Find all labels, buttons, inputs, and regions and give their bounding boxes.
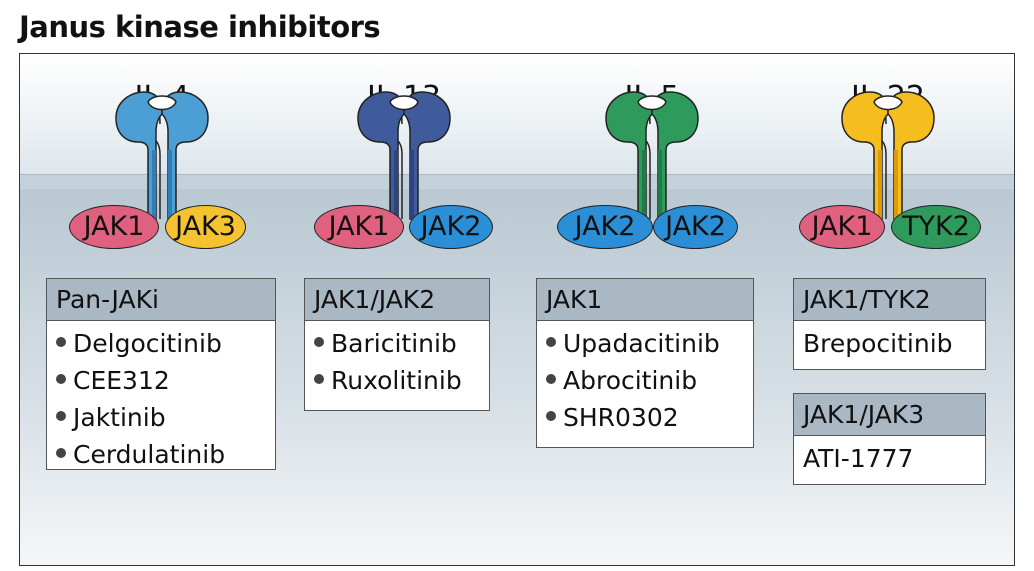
drug-item: Abrocitinib: [546, 362, 744, 399]
drug-box-jak1-jak3: JAK1/JAK3 ATI-1777: [793, 393, 986, 485]
receptor-right-chain: [403, 91, 451, 220]
drug-item: Ruxolitinib: [314, 362, 480, 399]
receptor-left-chain: [841, 91, 889, 220]
receptor-il5-icon: [605, 91, 699, 220]
receptor-binding-cleft: [147, 95, 177, 111]
drug-item: Baricitinib: [314, 325, 480, 362]
receptor-right-shade: [894, 150, 898, 219]
bullet-icon: [56, 411, 66, 421]
receptor-left-shade: [642, 150, 646, 219]
drug-box-jak1: JAK1 Upadacitinib Abrocitinib SHR0302: [536, 278, 754, 448]
bullet-icon: [56, 374, 66, 384]
receptor-il13-icon: [357, 91, 451, 220]
receptor-left-shade: [878, 150, 882, 219]
jak-il13-left: JAK1: [314, 205, 404, 249]
drug-box-jak1-tyk2: JAK1/TYK2 Brepocitinib: [793, 278, 986, 370]
jak-il5-right: JAK2: [653, 205, 738, 249]
receptor-left-chain: [357, 91, 405, 220]
figure-title: Janus kinase inhibitors: [19, 10, 381, 44]
receptor-right-chain: [887, 91, 935, 220]
drug-item: Brepocitinib: [803, 329, 953, 358]
jak-il5-left: JAK2: [557, 205, 653, 249]
drug-box-panjak: Pan-JAKi Delgocitinib CEE312 Jaktinib Ce…: [46, 278, 276, 470]
bullet-icon: [546, 337, 556, 347]
drug-group-label: JAK1/JAK2: [305, 279, 489, 321]
diagram-frame: IL-4 JAK1 JAK3 Pan-JAKi Delgocitinib CEE…: [19, 53, 1015, 566]
receptor-binding-cleft: [873, 95, 903, 111]
receptor-left-chain: [605, 91, 653, 220]
receptor-left-chain: [115, 91, 163, 220]
receptor-binding-cleft: [637, 95, 667, 111]
receptor-right-shade: [658, 150, 662, 219]
receptor-left-shade: [394, 150, 398, 219]
jak-il13-right: JAK2: [409, 205, 493, 249]
jak-il4-left: JAK1: [69, 205, 159, 249]
bullet-icon: [546, 411, 556, 421]
receptor-binding-cleft: [389, 95, 419, 111]
drug-item: Upadacitinib: [546, 325, 744, 362]
drug-item: CEE312: [56, 362, 266, 399]
drug-group-label: JAK1/JAK3: [794, 394, 985, 436]
jak-il22-right: TYK2: [891, 205, 981, 249]
bullet-icon: [546, 374, 556, 384]
receptor-right-shade: [168, 150, 172, 219]
drug-item: ATI-1777: [803, 444, 914, 473]
receptor-right-chain: [651, 91, 699, 220]
receptor-left-shade: [152, 150, 156, 219]
drug-item: SHR0302: [546, 399, 744, 436]
drug-group-label: Pan-JAKi: [47, 279, 275, 321]
bullet-icon: [314, 374, 324, 384]
bullet-icon: [56, 337, 66, 347]
bullet-icon: [56, 448, 66, 458]
receptor-il22-icon: [841, 91, 935, 220]
jak-il4-right: JAK3: [165, 205, 246, 249]
drug-item: Delgocitinib: [56, 325, 266, 362]
jak-il22-left: JAK1: [799, 205, 885, 249]
drug-item: Jaktinib: [56, 399, 266, 436]
receptor-right-shade: [410, 150, 414, 219]
bullet-icon: [314, 337, 324, 347]
drug-box-jak1-jak2: JAK1/JAK2 Baricitinib Ruxolitinib: [304, 278, 490, 411]
receptor-right-chain: [161, 91, 209, 220]
receptor-il4-icon: [115, 91, 209, 220]
drug-item: Cerdulatinib: [56, 436, 266, 473]
drug-group-label: JAK1/TYK2: [794, 279, 985, 321]
drug-group-label: JAK1: [537, 279, 753, 321]
